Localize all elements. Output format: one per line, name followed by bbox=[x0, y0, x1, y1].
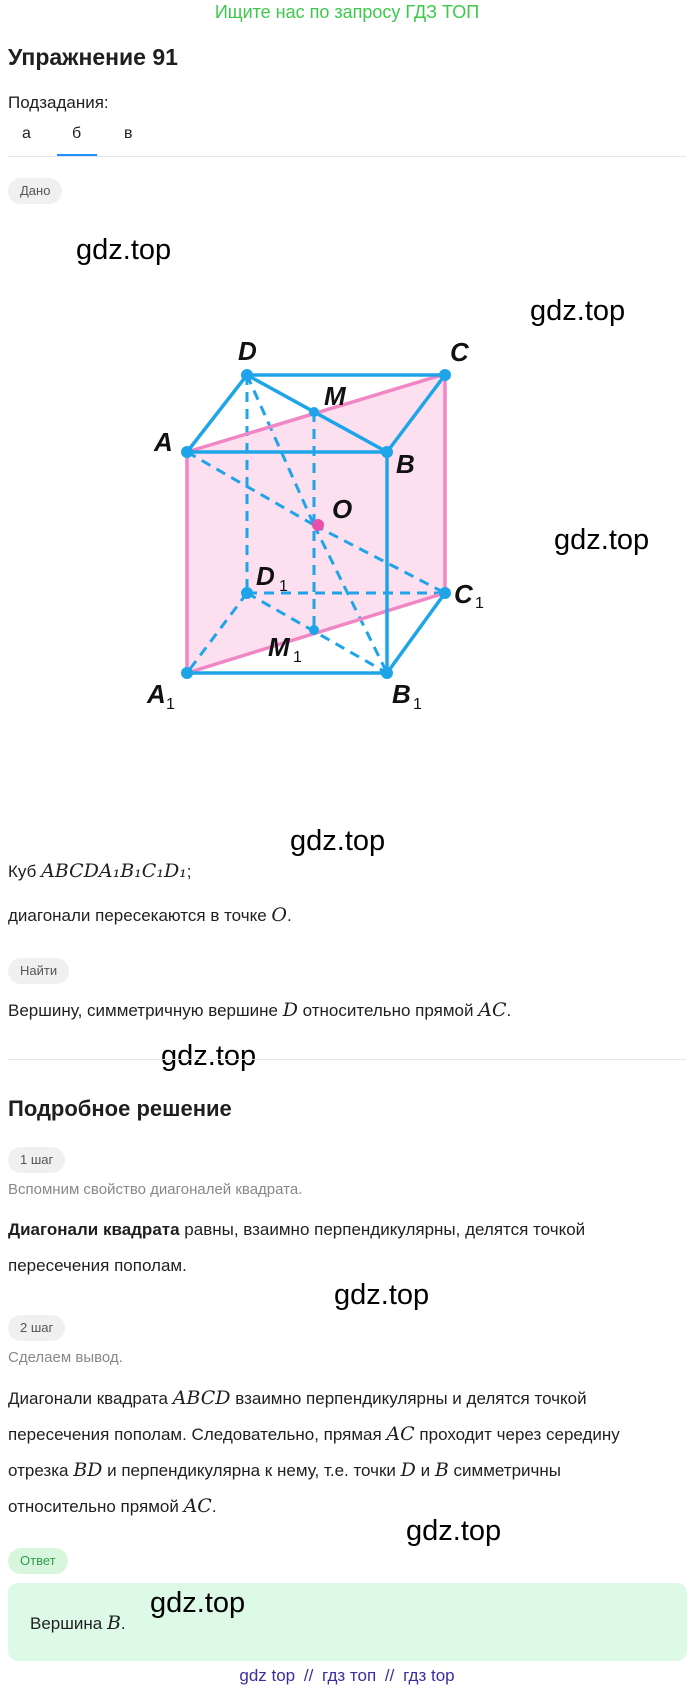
vertex-c1 bbox=[439, 587, 451, 599]
vertices bbox=[181, 369, 451, 679]
footer-links: gdz top // гдз топ // гдз top bbox=[0, 1666, 694, 1686]
vertex-b bbox=[381, 446, 393, 458]
tab-b[interactable]: б bbox=[72, 125, 82, 142]
step2-caption: Сделаем вывод. bbox=[8, 1349, 123, 1366]
label-a1: A bbox=[146, 679, 166, 709]
footer-link-gdz-top[interactable]: gdz top bbox=[239, 1666, 296, 1685]
tabs-divider bbox=[8, 156, 686, 157]
footer-separator: // bbox=[303, 1666, 314, 1685]
watermark: gdz.top bbox=[150, 1587, 246, 1619]
exercise-title: Упражнение 91 bbox=[8, 44, 178, 70]
watermark: gdz.top bbox=[334, 1279, 430, 1311]
watermark: gdz.top bbox=[554, 524, 650, 556]
sub-d1: 1 bbox=[279, 578, 288, 595]
watermark: gdz.top bbox=[76, 234, 172, 266]
label-d1: D bbox=[256, 561, 275, 591]
watermark: gdz.top bbox=[161, 1040, 257, 1072]
step2-line-3: отрезка BD и перпендикулярна к нему, т.е… bbox=[8, 1459, 561, 1481]
sub-b1: 1 bbox=[413, 696, 422, 713]
vertex-a bbox=[181, 446, 193, 458]
section-divider bbox=[8, 1059, 686, 1060]
label-m: M bbox=[324, 381, 347, 411]
step1-chip: 1 шаг bbox=[8, 1147, 66, 1173]
sub-c1: 1 bbox=[475, 595, 484, 612]
footer-link-gdz-top-ru[interactable]: гдз топ bbox=[322, 1666, 377, 1685]
vertex-a1 bbox=[181, 667, 193, 679]
watermark: gdz.top bbox=[290, 825, 386, 857]
footer-separator: // bbox=[384, 1666, 395, 1685]
label-c: C bbox=[450, 337, 470, 367]
point-m bbox=[309, 407, 319, 417]
tab-v[interactable]: в bbox=[124, 125, 133, 142]
vertex-b1 bbox=[381, 667, 393, 679]
point-m1 bbox=[309, 625, 319, 635]
active-tab-indicator bbox=[57, 154, 97, 156]
label-o: O bbox=[332, 494, 352, 524]
sub-m1: 1 bbox=[293, 649, 302, 666]
answer-text: Вершина B. bbox=[30, 1612, 126, 1634]
label-a: A bbox=[153, 427, 173, 457]
given-line-1: Куб ABCDA₁B₁C₁D₁; bbox=[8, 860, 192, 882]
vertex-c bbox=[439, 369, 451, 381]
subtasks-label: Подзадания: bbox=[8, 93, 109, 112]
center-o bbox=[312, 519, 324, 531]
label-b: B bbox=[396, 449, 415, 479]
watermark: gdz.top bbox=[406, 1515, 502, 1547]
step2-line-1: Диагонали квадрата ABCD взаимно перпенди… bbox=[8, 1387, 587, 1409]
watermark: gdz.top bbox=[530, 295, 626, 327]
step2-chip: 2 шаг bbox=[8, 1315, 66, 1341]
solution-title: Подробное решение bbox=[8, 1096, 232, 1121]
given-line-2: диагонали пересекаются в точке O. bbox=[8, 904, 292, 926]
step1-line-2: пересечения пополам. bbox=[8, 1256, 187, 1275]
label-b1: B bbox=[392, 679, 411, 709]
answer-box bbox=[8, 1583, 687, 1661]
answer-chip: Ответ bbox=[8, 1548, 68, 1574]
subtask-tabs: а б в bbox=[0, 122, 694, 156]
tab-a[interactable]: а bbox=[22, 125, 31, 142]
step2-line-4: относительно прямой AC. bbox=[8, 1495, 217, 1517]
footer-link-gdz-top-mixed[interactable]: гдз top bbox=[403, 1666, 455, 1685]
vertex-d bbox=[241, 369, 253, 381]
label-c1: C bbox=[454, 579, 474, 609]
step1-caption: Вспомним свойство диагоналей квадрата. bbox=[8, 1181, 303, 1198]
label-m1: M bbox=[268, 632, 291, 662]
vertex-d1 bbox=[241, 587, 253, 599]
search-banner[interactable]: Ищите нас по запросу ГДЗ ТОП bbox=[214, 2, 480, 22]
step1-line-1: Диагонали квадрата равны, взаимно перпен… bbox=[8, 1220, 586, 1239]
sub-a1: 1 bbox=[166, 696, 175, 713]
given-chip: Дано bbox=[8, 178, 63, 204]
label-d: D bbox=[238, 336, 257, 366]
step2-line-2: пересечения пополам. Следовательно, прям… bbox=[8, 1423, 620, 1445]
find-chip: Найти bbox=[8, 958, 70, 984]
find-text: Вершину, симметричную вершине D относите… bbox=[8, 999, 512, 1021]
cube-figure: D C A B M O D C M A B 1 1 1 1 1 bbox=[146, 336, 484, 713]
